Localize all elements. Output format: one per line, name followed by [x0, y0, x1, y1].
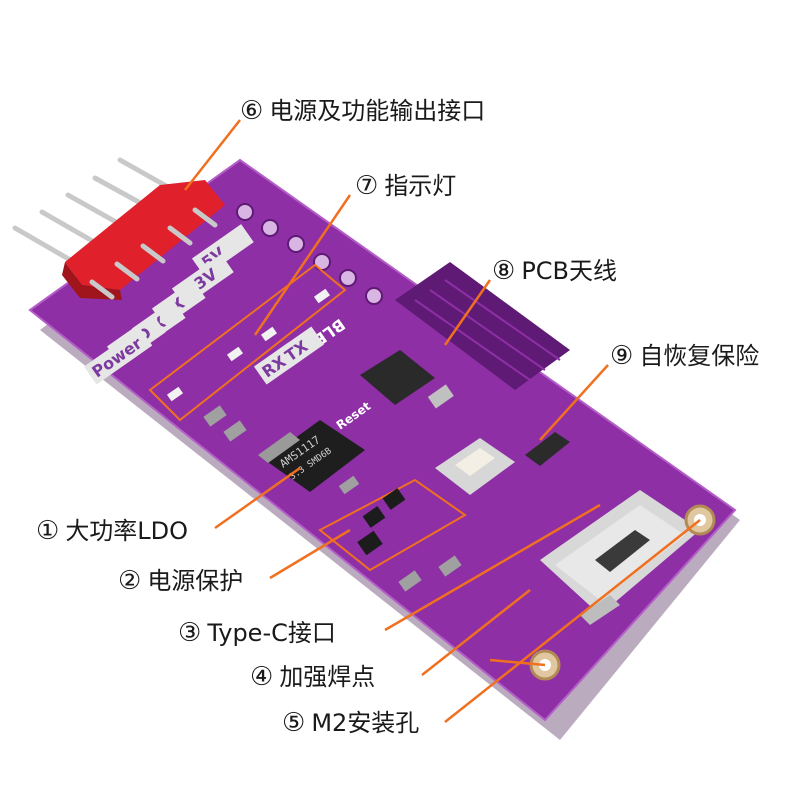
- pcb-board: [30, 160, 735, 720]
- pin-header: [12, 157, 225, 300]
- callout-text: 加强焊点: [279, 663, 376, 691]
- protection-highlight-box: [318, 478, 467, 572]
- callout-text: 大功率LDO: [65, 517, 189, 545]
- callout-text: M2安装孔: [311, 709, 420, 737]
- led-highlight-box: [148, 263, 347, 422]
- leader-lines: [184, 119, 701, 723]
- callout-text: 电源保护: [147, 567, 244, 595]
- callout-text: Type-C接口: [207, 619, 336, 647]
- mcu-chip: [360, 350, 435, 405]
- callout-text: 电源及功能输出接口: [269, 97, 486, 125]
- callout-text: 自恢复保险: [639, 342, 760, 370]
- callout-text: PCB天线: [521, 257, 618, 285]
- reset-button: [435, 438, 515, 495]
- resettable-fuse: [525, 432, 570, 466]
- indicator-leds: [166, 288, 331, 402]
- callout-text: 指示灯: [384, 172, 457, 200]
- usb-c-connector: [540, 490, 700, 625]
